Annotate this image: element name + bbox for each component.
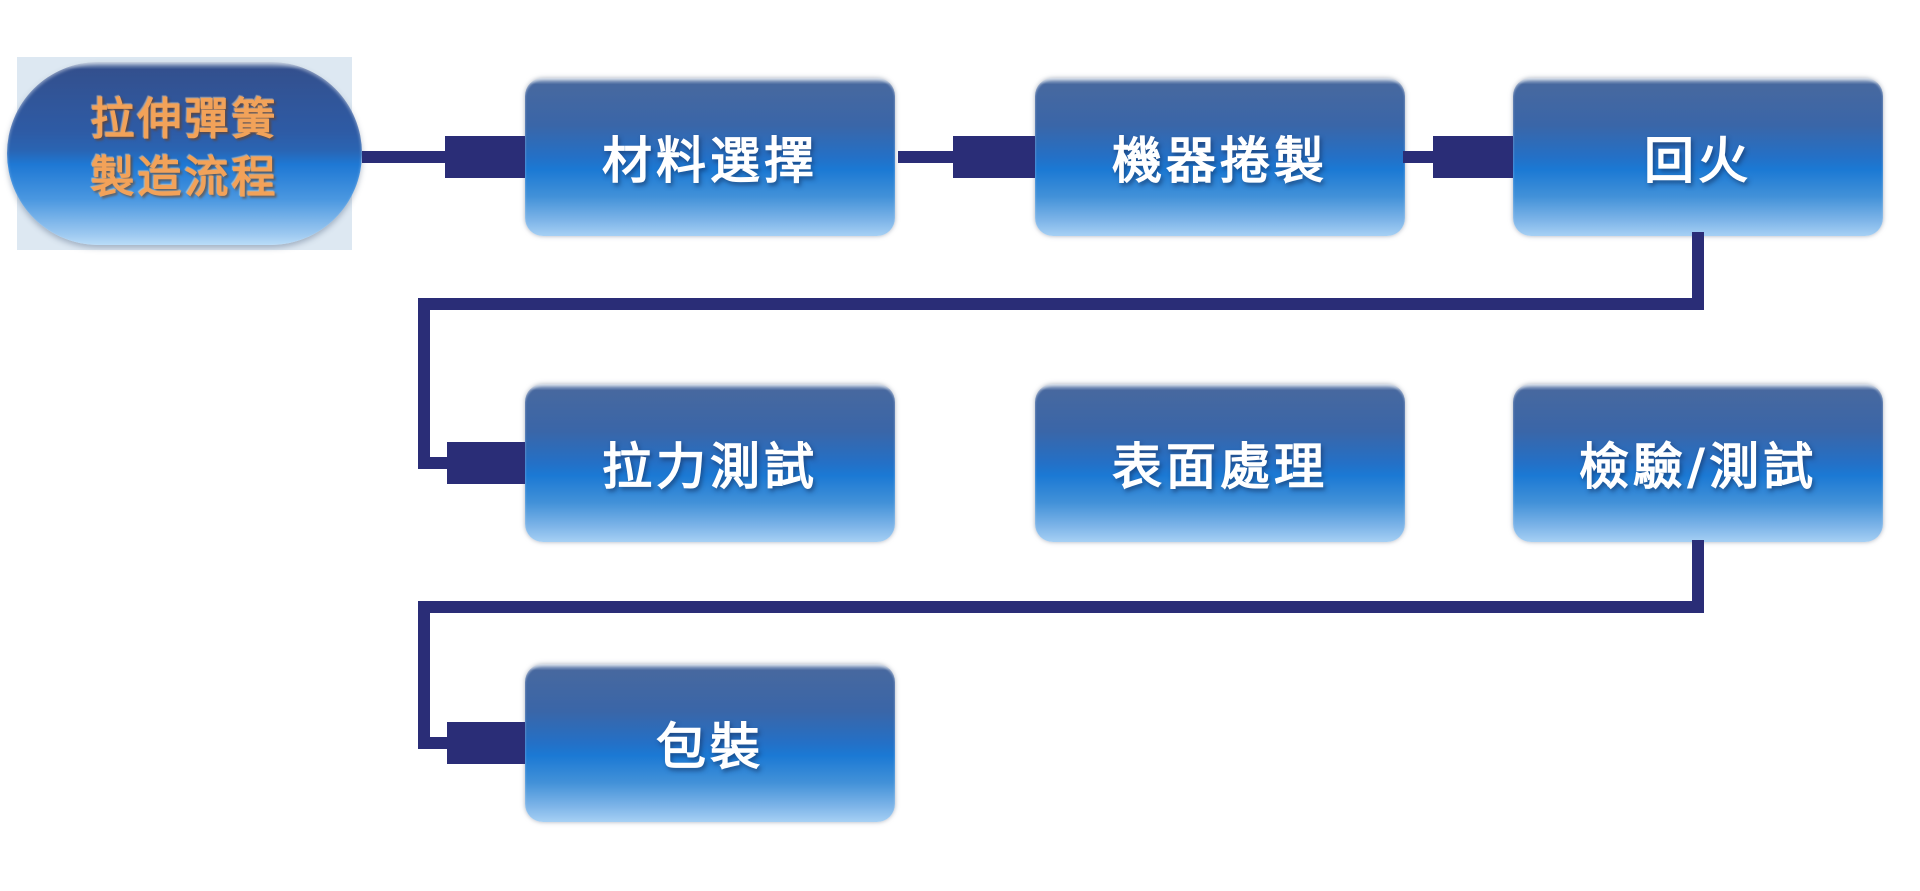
- process-node-label: 包裝: [656, 718, 764, 776]
- process-node-machine-coiling: 機器捲製: [1035, 78, 1405, 236]
- start-node-title-line1: 拉伸彈簧: [90, 93, 279, 145]
- process-node-label: 拉力測試: [602, 438, 818, 496]
- process-node-tempering: 回火: [1513, 78, 1883, 236]
- process-node-label: 材料選擇: [602, 132, 818, 190]
- connector-tension-test-stub: [430, 457, 447, 469]
- connector-start-to-material-line: [362, 151, 445, 163]
- connector-start-to-material-plug: [445, 136, 525, 178]
- process-node-inspection-test: 檢驗/測試: [1513, 384, 1883, 542]
- process-node-label: 機器捲製: [1112, 132, 1328, 190]
- connector-packaging-stub: [430, 737, 447, 749]
- connector-inspection-elbow-down: [1692, 540, 1704, 613]
- process-node-surface-treatment: 表面處理: [1035, 384, 1405, 542]
- connector-material-to-coiling-plug: [953, 136, 1035, 178]
- connector-tension-test-plug: [447, 442, 525, 484]
- connector-tempering-elbow-horizontal: [418, 298, 1704, 310]
- process-node-label: 表面處理: [1112, 438, 1328, 496]
- start-node-title-line2: 製造流程: [90, 151, 279, 203]
- process-node-packaging: 包裝: [525, 664, 895, 822]
- connector-material-to-coiling-line: [898, 151, 953, 163]
- process-node-label: 回火: [1644, 132, 1752, 190]
- connector-tempering-elbow-drop: [418, 298, 430, 469]
- connector-packaging-plug: [447, 722, 525, 764]
- process-node-material-selection: 材料選擇: [525, 78, 895, 236]
- connector-coiling-to-tempering-line: [1403, 151, 1433, 163]
- start-node-title: 拉伸彈簧 製造流程: [91, 91, 279, 207]
- start-node: 拉伸彈簧 製造流程: [7, 62, 362, 245]
- connector-coiling-to-tempering-plug: [1433, 136, 1513, 178]
- connector-inspection-elbow-horizontal: [418, 601, 1704, 613]
- process-node-label: 檢驗/測試: [1578, 438, 1818, 496]
- connector-inspection-elbow-drop: [418, 601, 430, 749]
- connector-tempering-elbow-down: [1692, 232, 1704, 310]
- process-node-tension-test: 拉力測試: [525, 384, 895, 542]
